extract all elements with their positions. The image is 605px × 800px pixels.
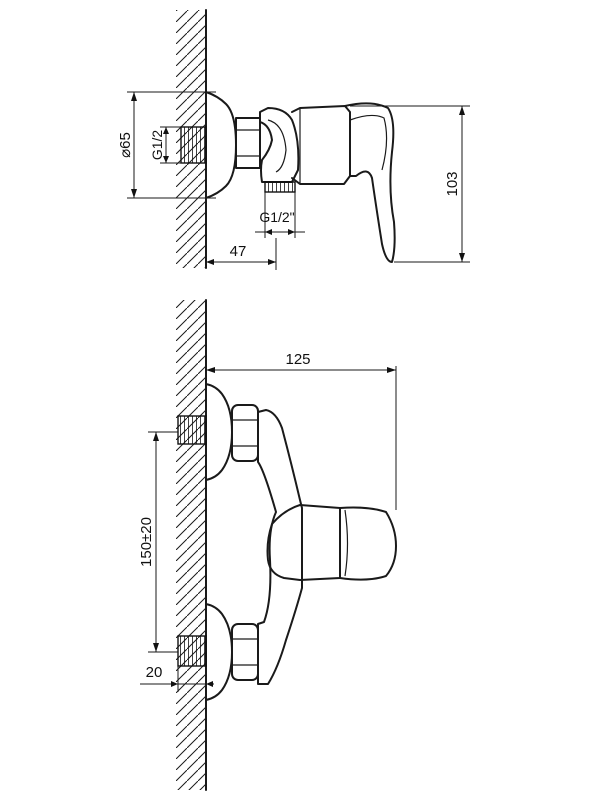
escutcheon-top xyxy=(206,384,232,480)
spacing-label: 150±20 xyxy=(138,517,155,567)
depth-label: 47 xyxy=(230,243,247,260)
svg-text:⌀65: ⌀65 xyxy=(117,132,134,158)
diameter-symbol: ⌀ xyxy=(117,149,134,158)
thread-wall-label: G1/2 xyxy=(149,130,165,161)
swivel-connector-side xyxy=(260,108,298,182)
outlet-thread-side xyxy=(265,182,295,192)
lever-handle-side xyxy=(345,103,395,262)
escutcheon-side xyxy=(206,92,236,198)
mixer-body-side xyxy=(292,106,350,184)
diameter-value: 65 xyxy=(117,132,134,149)
width-label: 125 xyxy=(285,351,310,368)
side-view: ⌀65 G1/2 G1/2" 47 103 xyxy=(117,10,470,270)
height-label: 103 xyxy=(444,171,461,196)
mixer-body-front xyxy=(258,410,302,684)
handle-knob-front xyxy=(340,508,396,580)
hex-nut-top xyxy=(232,405,258,461)
thread-length-label: 20 xyxy=(146,664,163,681)
thread-outlet-label: G1/2" xyxy=(259,209,294,225)
wall-thread-bottom xyxy=(178,636,206,666)
hex-nut-side xyxy=(236,118,260,168)
cartridge-body-front xyxy=(268,505,341,580)
wall-thread-top xyxy=(178,416,206,444)
front-view: 125 150±20 20 xyxy=(138,300,396,790)
wall-hatch-front xyxy=(176,300,206,790)
wall-thread-side xyxy=(181,127,206,163)
hex-nut-bottom xyxy=(232,624,258,680)
